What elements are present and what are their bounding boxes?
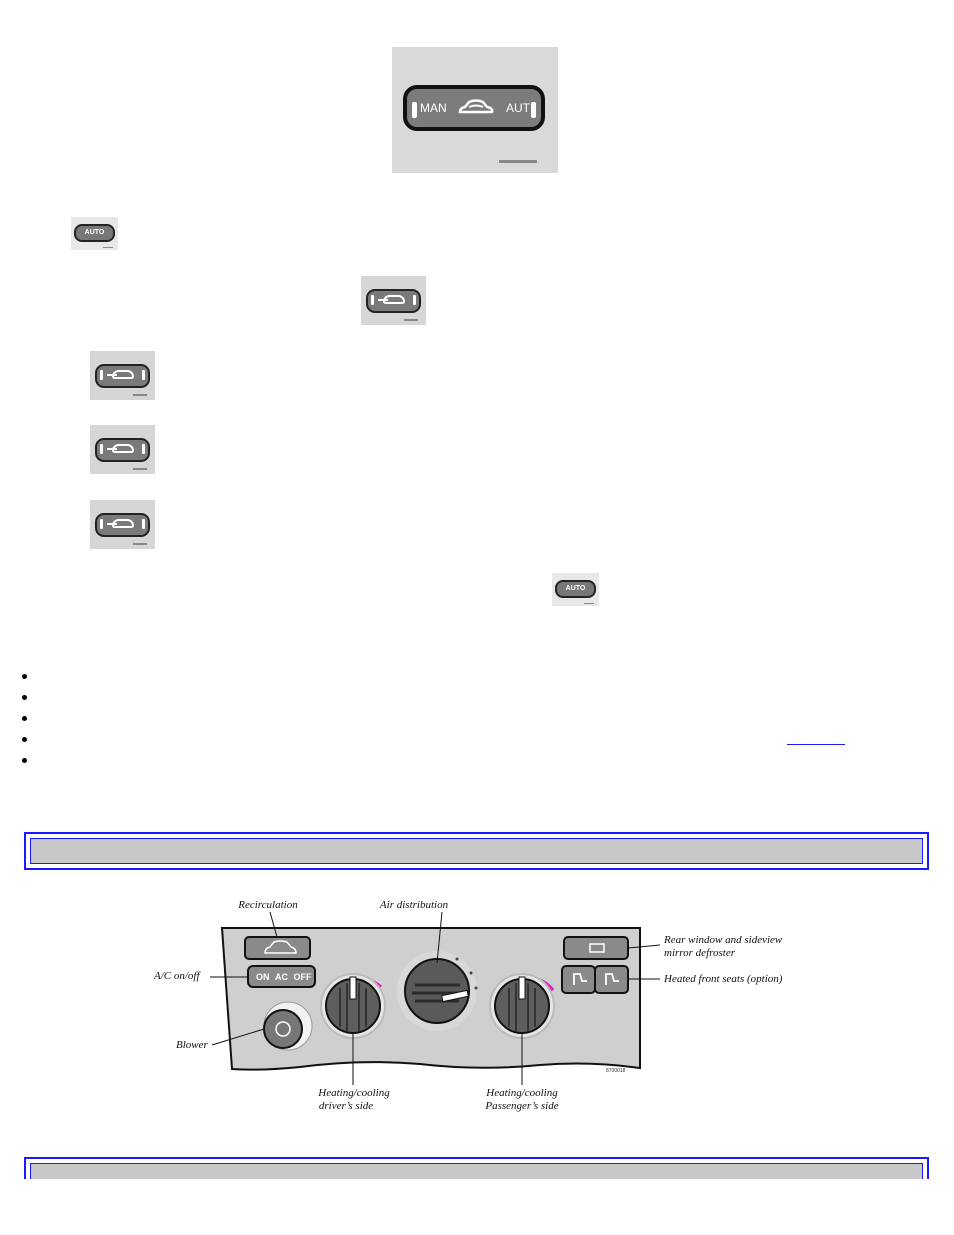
list-bullet — [22, 716, 27, 721]
list-bullet — [22, 695, 27, 700]
switch-right-tick — [531, 102, 536, 118]
car-icon — [111, 444, 134, 453]
label-heating-driver-2: driver’s side — [318, 1100, 374, 1112]
ac-off-label: OFF — [293, 972, 312, 982]
figure-code-bar — [103, 247, 113, 248]
label-rear-window-2: mirror defroster — [664, 947, 735, 959]
recirculation-switch-icon — [361, 276, 426, 325]
label-heating-driver-1: Heating/cooling — [318, 1087, 390, 1099]
figure-code: 8700018 — [606, 1068, 626, 1074]
ac-label: AC — [275, 972, 289, 982]
figure-code-bar — [584, 603, 594, 604]
recirculation-switch-icon — [90, 500, 155, 549]
section-header-fill — [30, 838, 923, 864]
ac-button-text: ON AC OFF — [256, 972, 312, 982]
man-label: MAN — [420, 101, 447, 115]
figure-code-bar — [499, 160, 537, 163]
list-bullet — [22, 737, 27, 742]
climate-panel-drawing — [210, 911, 661, 1085]
label-rear-window-1: Rear window and sideview — [664, 934, 783, 946]
aut-label: AUT — [506, 101, 530, 115]
label-heating-passenger-2: Passenger’s side — [485, 1100, 559, 1112]
inline-link[interactable] — [787, 744, 845, 745]
recirculation-switch-icon — [90, 351, 155, 400]
recirculation-switch-figure: MAN AUT — [392, 47, 558, 173]
section-header-fill — [30, 1163, 923, 1179]
ac-on-label: ON — [256, 972, 270, 982]
auto-button-icon: AUTO — [71, 217, 118, 250]
car-icon — [111, 370, 134, 379]
recirculation-car-icon — [457, 99, 495, 116]
recirculation-switch: MAN AUT — [403, 85, 545, 131]
auto-button-icon: AUTO — [552, 573, 599, 606]
label-ac-onoff: A/C on/off — [154, 970, 200, 982]
climate-panel-figure: ON AC OFF 8700018 — [140, 893, 820, 1118]
car-icon — [111, 519, 134, 528]
list-bullet — [22, 758, 27, 763]
recirculation-switch-icon — [90, 425, 155, 474]
section-header-bar — [24, 832, 929, 870]
auto-button-label: AUTO — [555, 580, 596, 598]
label-blower: Blower — [176, 1039, 208, 1051]
label-heated-seats: Heated front seats (option) — [664, 973, 783, 985]
auto-button-label: AUTO — [74, 224, 115, 242]
label-heating-passenger-1: Heating/cooling — [486, 1087, 558, 1099]
label-air-distribution: Air distribution — [379, 899, 449, 911]
car-icon — [382, 295, 405, 304]
list-bullet — [22, 674, 27, 679]
section-header-bar — [24, 1157, 929, 1179]
switch-left-tick — [412, 102, 417, 118]
label-recirculation: Recirculation — [238, 899, 298, 911]
